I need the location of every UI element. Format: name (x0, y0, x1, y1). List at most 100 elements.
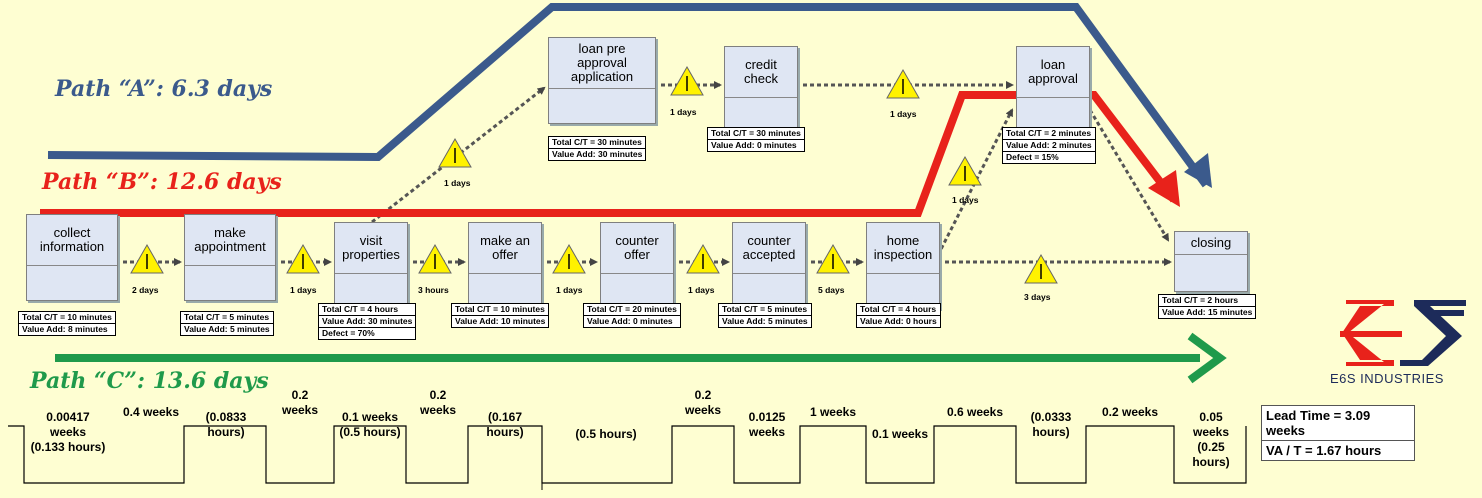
process-loanpre: loan pre approval application (548, 37, 656, 124)
process-body (549, 89, 655, 123)
path-a-arrowhead (1184, 153, 1212, 188)
data-line: Value Add: 2 minutes (1003, 140, 1095, 152)
process-title: counter accepted (733, 223, 805, 274)
data-line: Defect = 15% (1006, 152, 1059, 162)
logo-text: E6S INDUSTRIES (1330, 371, 1444, 386)
timeline-label: 0.05 weeks (0.25 hours) (1192, 410, 1230, 469)
inventory-label: 1 days (890, 109, 917, 119)
process-body (185, 266, 275, 300)
path-c-arrowhead (1187, 332, 1227, 384)
inventory-label: 3 days (1024, 292, 1051, 302)
inventory-icon (948, 156, 982, 186)
process-title: loan approval (1017, 47, 1089, 98)
data-line: Total C/T = 5 minutes (719, 304, 811, 316)
inventory-label: 1 days (444, 178, 471, 188)
process-counter: counter offer (600, 222, 674, 309)
process-accepted: counter accepted (732, 222, 806, 309)
timeline-label: (0.0333 hours) (1030, 410, 1072, 439)
inventory-icon (438, 138, 472, 168)
data-line: Value Add: 30 minutes (319, 316, 416, 328)
inventory-icon (670, 66, 704, 96)
path-c-label: Path “C”: 13.6 days (30, 368, 269, 394)
inventory-icon (130, 244, 164, 274)
process-approval: loan approval (1016, 46, 1090, 133)
process-title: home inspection (867, 223, 939, 274)
process-body (1175, 255, 1247, 291)
data-line: Value Add: 15 minutes (1162, 307, 1253, 317)
process-title: credit check (725, 47, 797, 98)
timeline-label: 0.4 weeks (122, 405, 180, 419)
inventory-label: 1 days (290, 285, 317, 295)
data-line: Value Add: 10 minutes (455, 316, 546, 326)
data-line: Total C/T = 10 minutes (452, 304, 549, 316)
process-credit: credit check (724, 46, 798, 133)
data-line: Value Add: 8 minutes (22, 324, 108, 334)
va-ratio: VA / T = 1.67 hours (1266, 443, 1382, 458)
timeline-label: 0.6 weeks (946, 405, 1004, 419)
data-line: Value Add: 5 minutes (722, 316, 808, 326)
timeline-wave (8, 425, 1247, 484)
data-line: Total C/T = 2 hours (1159, 295, 1256, 307)
data-line: Value Add: 0 minutes (587, 316, 673, 326)
inventory-icon (552, 244, 586, 274)
data-line: Defect = 70% (322, 328, 375, 338)
path-b-label: Path “B”: 12.6 days (42, 169, 282, 195)
process-title: counter offer (601, 223, 673, 274)
data-line: Total C/T = 4 hours (319, 304, 416, 316)
timeline-label: 0.1 weeks (871, 427, 929, 441)
process-title: closing (1175, 232, 1247, 255)
inventory-icon (418, 244, 452, 274)
data-line: Total C/T = 2 minutes (1003, 128, 1095, 140)
process-body (27, 266, 117, 300)
inventory-icon (886, 69, 920, 99)
data-line: Total C/T = 20 minutes (584, 304, 680, 316)
timeline-label: (0.5 hours) (575, 427, 637, 441)
data-line: Value Add: 5 minutes (184, 324, 270, 334)
process-title: loan pre approval application (549, 38, 655, 89)
path-b-arrowhead (1148, 170, 1180, 207)
data-line: Total C/T = 5 minutes (181, 312, 273, 324)
timeline-label: 0.2 weeks (1101, 405, 1159, 419)
process-title: make appointment (185, 215, 275, 266)
lead-time: Lead Time = 3.09 weeks (1262, 406, 1414, 441)
process-collect: collect information (26, 214, 118, 301)
process-title: visit properties (335, 223, 407, 274)
timeline-label: (0.167 hours) (486, 410, 524, 439)
timeline-label: (0.0833 hours) (205, 410, 247, 439)
flow-inspection-approval (936, 108, 1014, 256)
inventory-icon (686, 244, 720, 274)
inventory-icon (816, 244, 850, 274)
inventory-label: 5 days (818, 285, 845, 295)
data-line: Total C/T = 10 minutes (19, 312, 115, 324)
data-line: Value Add: 0 hours (860, 316, 937, 326)
data-line: Total C/T = 4 hours (857, 304, 940, 316)
inventory-label: 1 days (670, 107, 697, 117)
inventory-label: 1 days (688, 285, 715, 295)
data-line: Total C/T = 30 minutes (708, 128, 804, 140)
inventory-label: 2 days (132, 285, 159, 295)
process-appointment: make appointment (184, 214, 276, 301)
process-offer: make an offer (468, 222, 542, 309)
path-a-line (47, 3, 1210, 188)
inventory-icon (286, 244, 320, 274)
flow-approval-closing (1088, 109, 1170, 242)
process-inspection: home inspection (866, 222, 940, 309)
process-title: make an offer (469, 223, 541, 274)
flow-visit-loanpre (371, 86, 546, 224)
timeline-label: 1 weeks (809, 405, 857, 419)
timeline-label: 0.1 weeks (0.5 hours) (339, 410, 401, 439)
summary-box: Lead Time = 3.09 weeks VA / T = 1.67 hou… (1261, 405, 1415, 461)
data-line: Value Add: 30 minutes (552, 149, 643, 159)
